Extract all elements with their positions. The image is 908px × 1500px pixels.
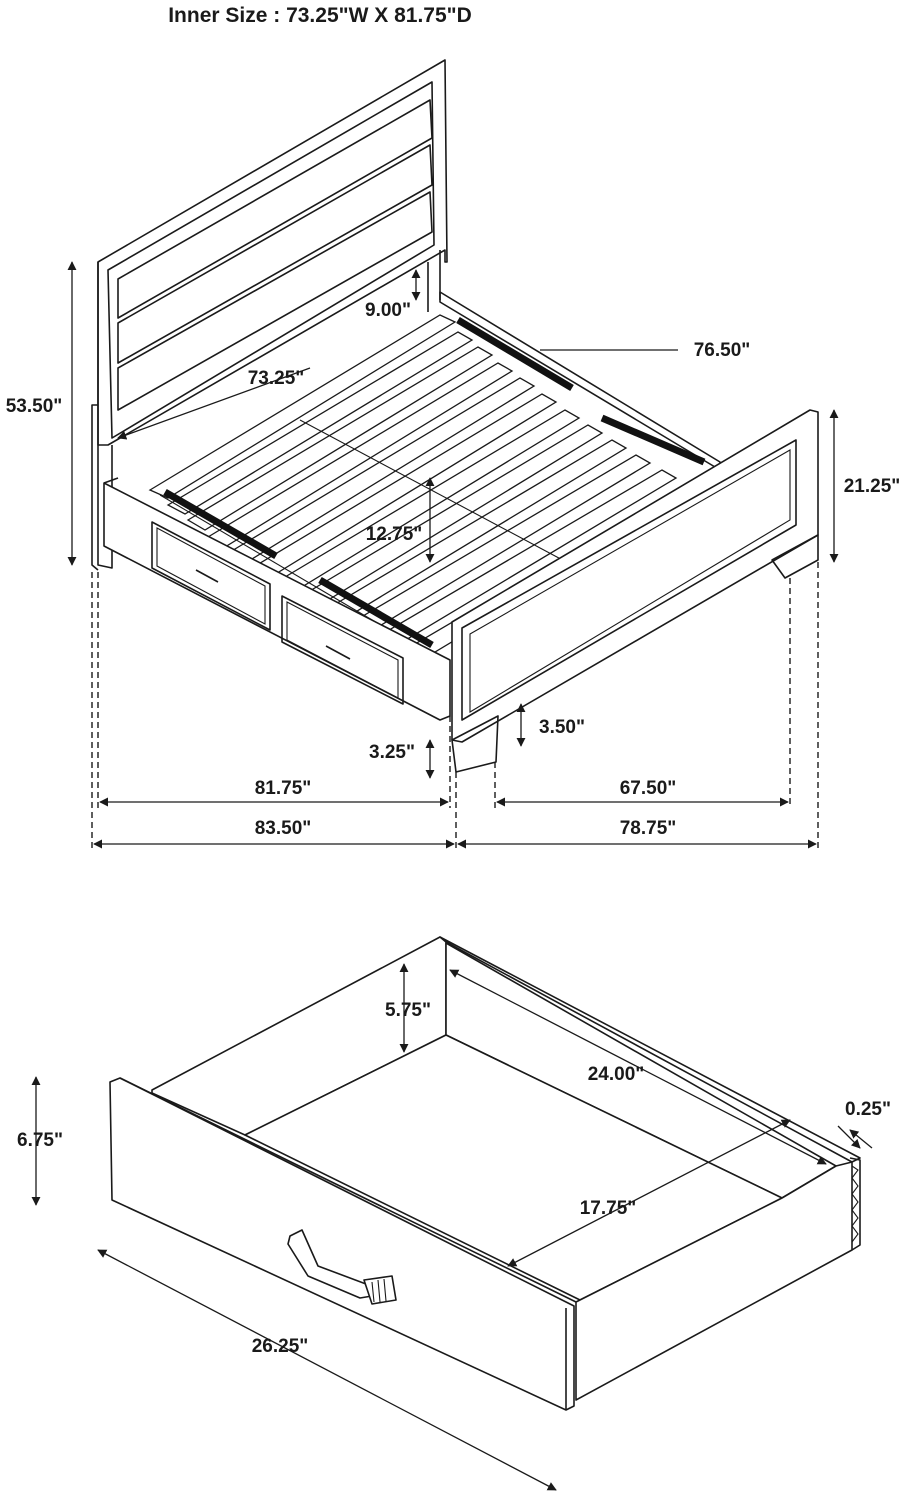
drawer-inner-length-label: 24.00"	[588, 1064, 645, 1085]
footboard-inner-width-label: 67.50"	[620, 778, 677, 799]
footboard	[451, 409, 819, 773]
footboard-height-label: 21.25"	[844, 476, 901, 497]
footboard-clearance-label: 3.50"	[539, 717, 585, 738]
side-clearance-label: 3.25"	[369, 742, 415, 763]
drawer-drawing	[109, 936, 861, 1411]
center-supports	[163, 316, 706, 649]
drawer-overall-length-label: 26.25"	[252, 1336, 309, 1357]
bed-dimensions: 53.50" 9.00" 76.50" 73.25" 21.25" 12.75"…	[6, 261, 901, 850]
drawer-front-right	[281, 595, 404, 705]
drawer-panel-thickness-label: 0.25"	[845, 1099, 891, 1120]
slat-length-label: 76.50"	[694, 340, 751, 361]
drawer-dimensions: 5.75" 24.00" 0.25" 6.75" 17.75" 26.25"	[17, 963, 891, 1491]
drawer-inner-width-label: 17.75"	[580, 1198, 637, 1219]
headboard-height-label: 53.50"	[6, 396, 63, 417]
inner-size-title: Inner Size : 73.25"W X 81.75"D	[168, 4, 472, 27]
headboard-rail-gap-label: 9.00"	[365, 300, 411, 321]
bed-drawing	[91, 59, 819, 773]
drawer-front-left	[151, 521, 271, 631]
rail-height-label: 12.75"	[366, 524, 423, 545]
overall-length-label: 83.50"	[255, 818, 312, 839]
inner-width-label: 73.25"	[248, 368, 305, 389]
headboard	[91, 59, 448, 571]
drawer-height-label: 6.75"	[17, 1130, 63, 1151]
inner-length-label: 81.75"	[255, 778, 312, 799]
overall-width-label: 78.75"	[620, 818, 677, 839]
side-rail	[103, 477, 451, 721]
drawer-inner-depth-label: 5.75"	[385, 1000, 431, 1021]
